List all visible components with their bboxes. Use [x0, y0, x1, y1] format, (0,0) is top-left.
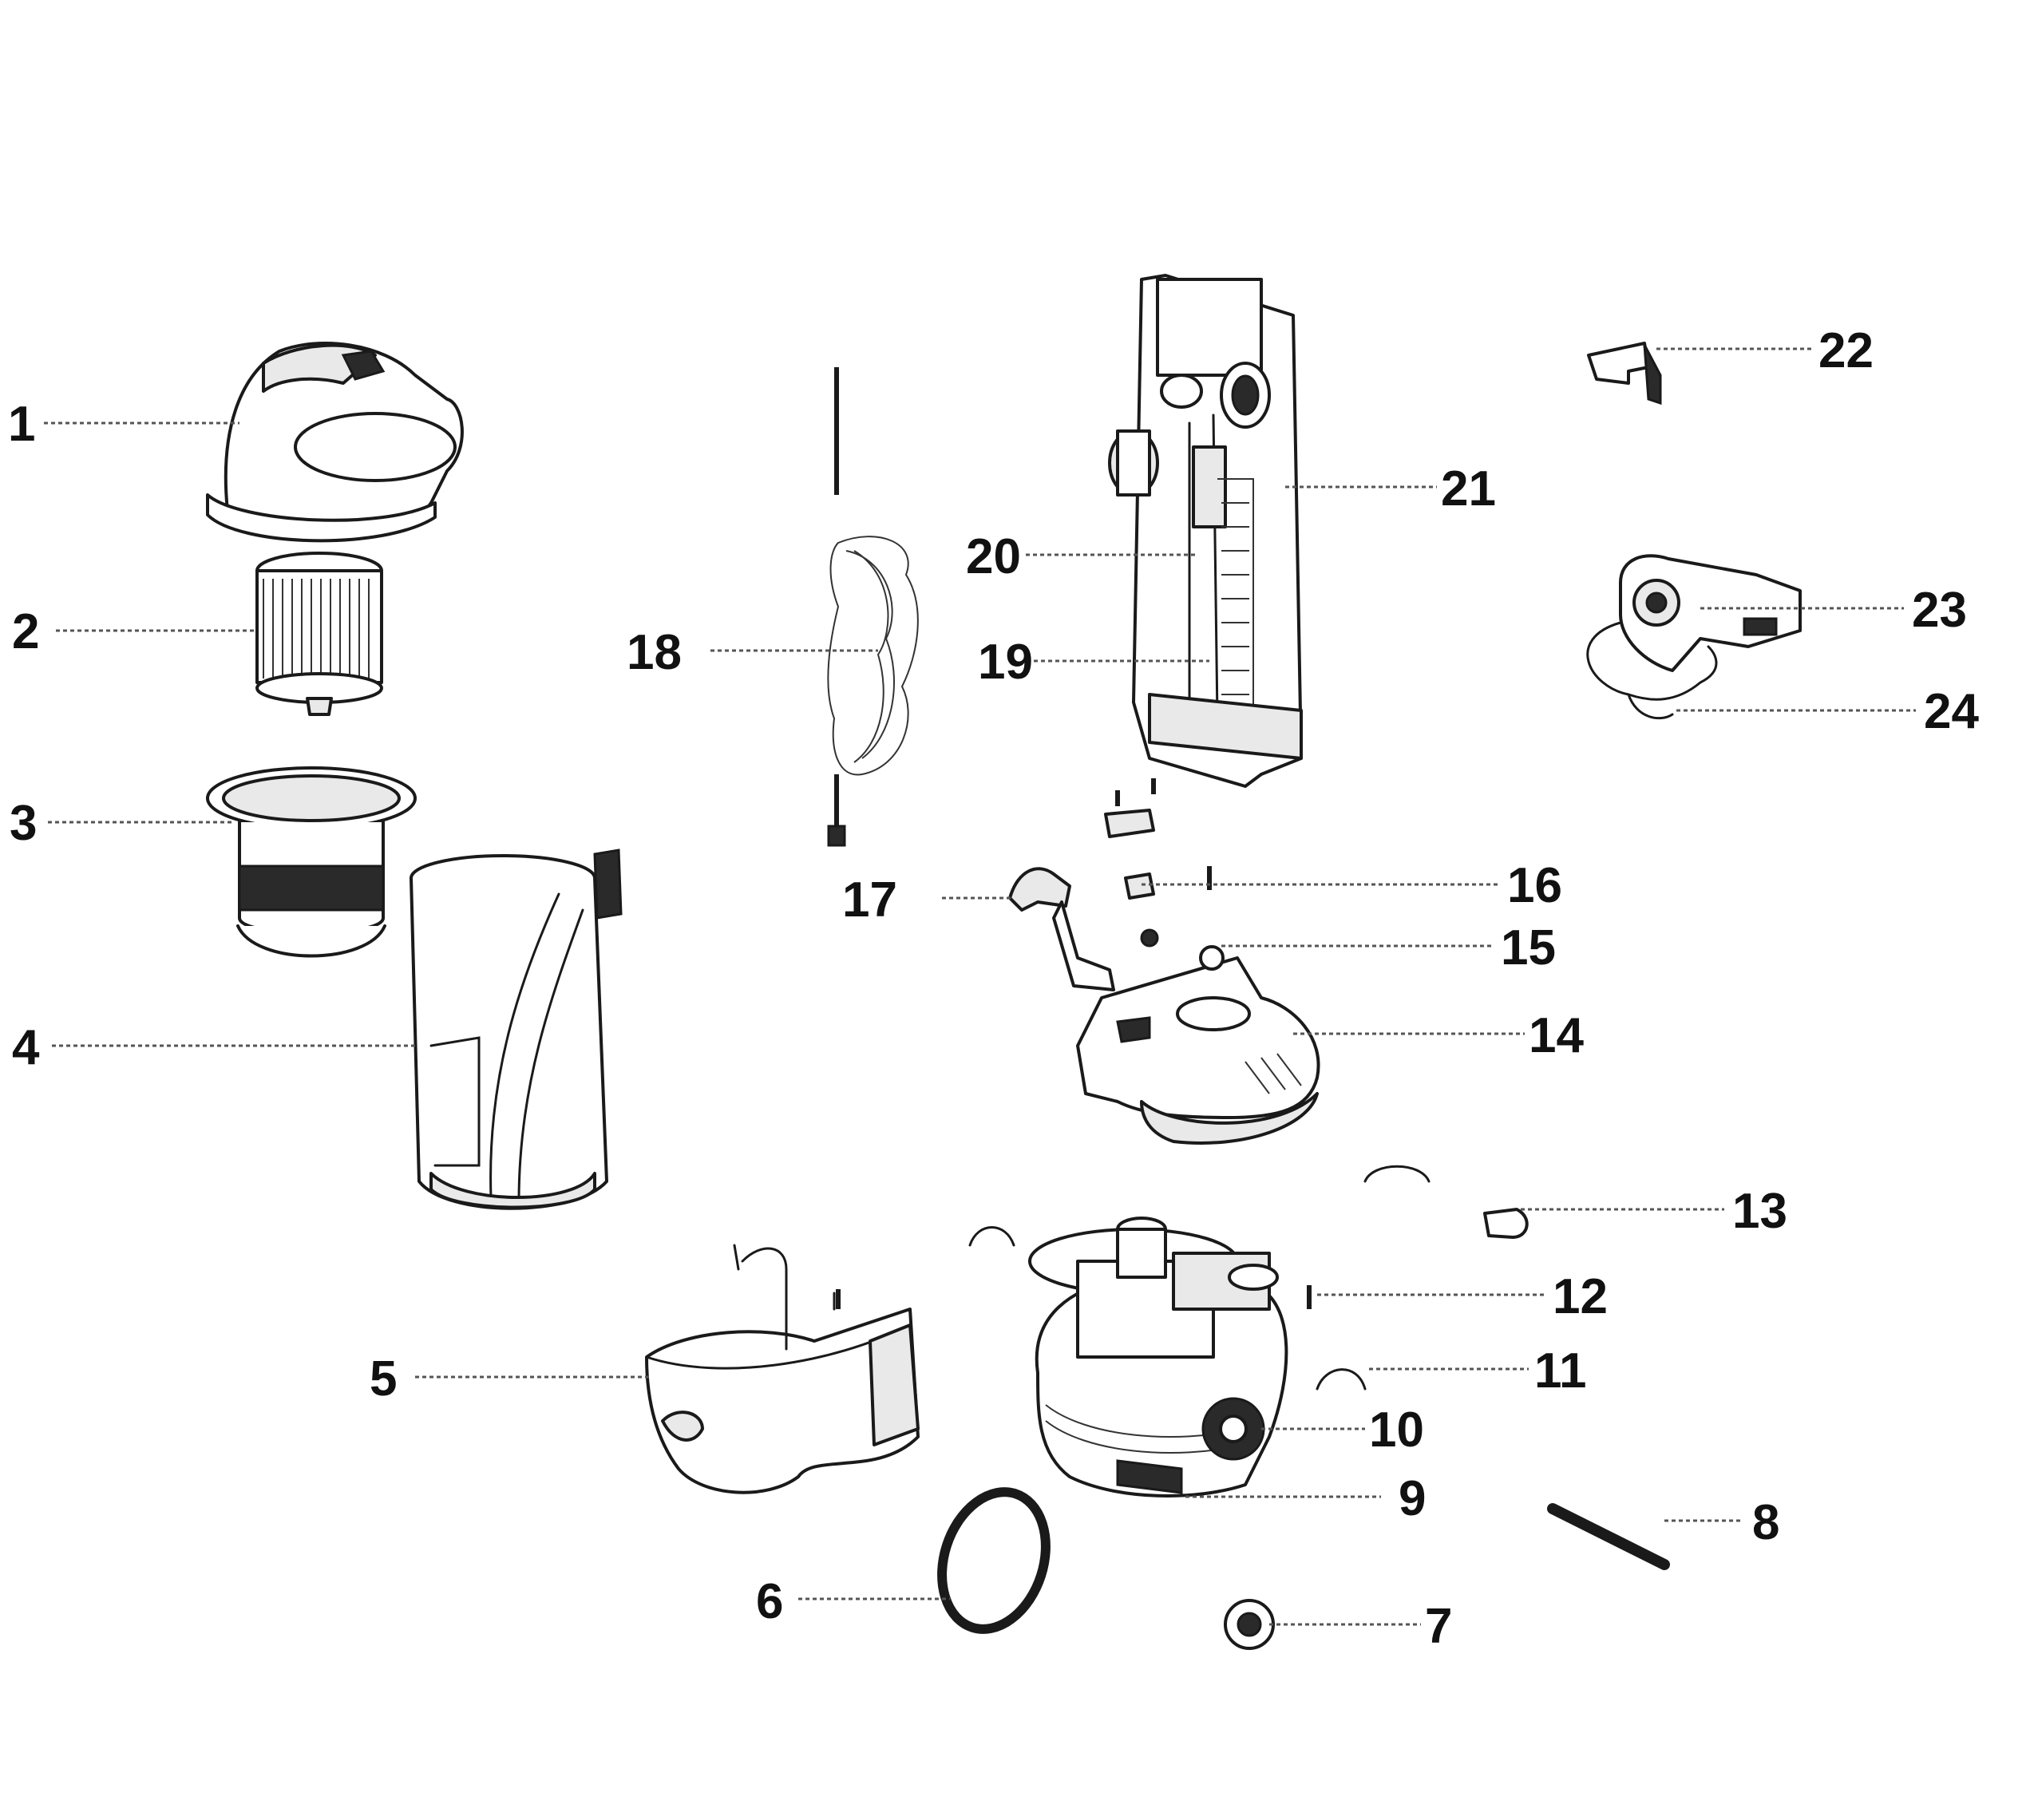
- clip-icon: [968, 1165, 1431, 1391]
- leader-lines: [44, 347, 1916, 1626]
- callout-2: 2: [12, 604, 39, 659]
- washer-icon: [1140, 928, 1225, 971]
- callout-7: 7: [1425, 1599, 1452, 1654]
- handle-body-icon: [1108, 274, 1303, 788]
- callout-21: 21: [1441, 461, 1496, 516]
- pleated-filter-icon: [255, 552, 383, 716]
- callout-18: 18: [627, 625, 682, 680]
- callout-10: 10: [1369, 1403, 1424, 1458]
- callout-15: 15: [1501, 920, 1556, 975]
- wheel-icon: [1224, 1599, 1275, 1650]
- callout-11: 11: [1534, 1343, 1587, 1399]
- base-shroud-icon: [645, 1244, 920, 1494]
- power-cord-icon: [827, 367, 919, 847]
- switch-housing-icon: [1619, 554, 1802, 672]
- screw-icon: [836, 1285, 1312, 1309]
- callout-6: 6: [756, 1574, 783, 1629]
- callout-20: 20: [966, 529, 1021, 584]
- callout-3: 3: [10, 796, 37, 851]
- callout-16: 16: [1507, 858, 1562, 913]
- wire-harness-icon: [1586, 621, 1718, 720]
- callout-24: 24: [1924, 684, 1979, 739]
- pedal-lever-icon: [1008, 867, 1115, 991]
- callout-14: 14: [1529, 1008, 1584, 1063]
- inner-duct-icon: [1188, 413, 1227, 720]
- callout-1: 1: [8, 397, 35, 452]
- callout-17: 17: [842, 872, 897, 928]
- filter-cup-icon: [206, 766, 417, 958]
- callout-numbers: 1 2 3 4 5 6 7 8 9 10 11 12 13 14 15 16 1…: [8, 323, 1979, 1654]
- hose-duct-icon: [1148, 478, 1303, 760]
- cyclone-top-assembly-icon: [206, 342, 464, 543]
- callout-5: 5: [370, 1351, 397, 1407]
- base-plate-icon: [1076, 956, 1320, 1145]
- callout-12: 12: [1553, 1269, 1608, 1324]
- axle-rod-icon: [1547, 1503, 1670, 1570]
- latch-icon: [1483, 1208, 1529, 1239]
- dust-bin-icon: [410, 849, 623, 1210]
- screw-icon: [1104, 778, 1212, 900]
- callout-22: 22: [1818, 323, 1874, 378]
- callout-8: 8: [1752, 1495, 1779, 1550]
- drive-belt-icon: [937, 1487, 1051, 1634]
- small-clip-icon: [1587, 342, 1662, 406]
- callout-4: 4: [12, 1020, 40, 1075]
- callout-19: 19: [978, 635, 1033, 690]
- callout-9: 9: [1399, 1471, 1426, 1526]
- callout-23: 23: [1912, 583, 1967, 638]
- brush-roll-gear-icon: [1201, 1397, 1265, 1461]
- callout-13: 13: [1732, 1184, 1787, 1239]
